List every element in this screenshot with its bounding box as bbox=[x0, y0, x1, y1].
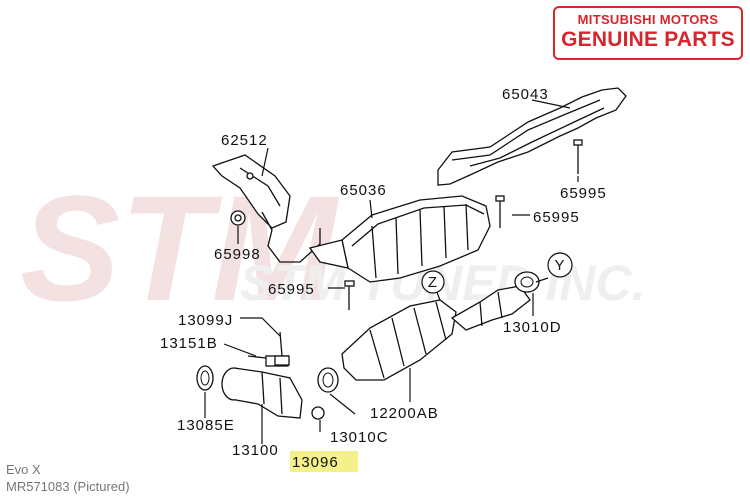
label-62512: 62512 bbox=[221, 132, 268, 149]
part-65036-heat-shield bbox=[308, 195, 491, 283]
caption-part-number: MR571083 (Pictured) bbox=[6, 479, 130, 494]
label-65995-mid: 65995 bbox=[533, 209, 580, 226]
label-13151b: 13151B bbox=[160, 335, 218, 352]
svg-text:Y: Y bbox=[554, 257, 565, 274]
nut-13096 bbox=[311, 406, 325, 420]
part-62512-bracket bbox=[211, 154, 321, 263]
bolt-65995-top-head bbox=[573, 139, 583, 146]
label-65998: 65998 bbox=[214, 246, 261, 263]
part-13100-front-pipe bbox=[221, 331, 303, 419]
label-13099j: 13099J bbox=[178, 312, 233, 329]
caption-model: Evo X bbox=[6, 462, 41, 477]
label-13010d: 13010D bbox=[503, 319, 562, 336]
label-65036: 65036 bbox=[340, 182, 387, 199]
leader-lines bbox=[204, 99, 579, 444]
label-65995-low: 65995 bbox=[268, 281, 315, 298]
mitsubishi-genuine-parts-logo: MITSUBISHI MOTORS GENUINE PARTS bbox=[553, 6, 743, 60]
label-13100: 13100 bbox=[232, 442, 279, 459]
label-65043: 65043 bbox=[502, 86, 549, 103]
bolt-65995-mid-head bbox=[495, 195, 505, 202]
part-12200ab-catalytic-converter bbox=[341, 285, 531, 381]
logo-line2: GENUINE PARTS bbox=[561, 28, 735, 51]
bolts bbox=[230, 139, 583, 310]
logo-line1: MITSUBISHI MOTORS bbox=[577, 12, 719, 27]
label-13096: 13096 bbox=[292, 454, 339, 471]
label-12200ab: 12200AB bbox=[370, 405, 439, 422]
circle-z: Z bbox=[421, 270, 445, 294]
svg-text:Z: Z bbox=[428, 274, 438, 291]
label-65995-top: 65995 bbox=[560, 185, 607, 202]
bolt-65995-low-head bbox=[344, 280, 355, 287]
label-13010c: 13010C bbox=[330, 429, 389, 446]
part-65043-heat-shield bbox=[437, 87, 627, 186]
circle-y: Y bbox=[547, 252, 573, 278]
label-13085e: 13085E bbox=[177, 417, 235, 434]
highlight-13096 bbox=[290, 451, 358, 472]
